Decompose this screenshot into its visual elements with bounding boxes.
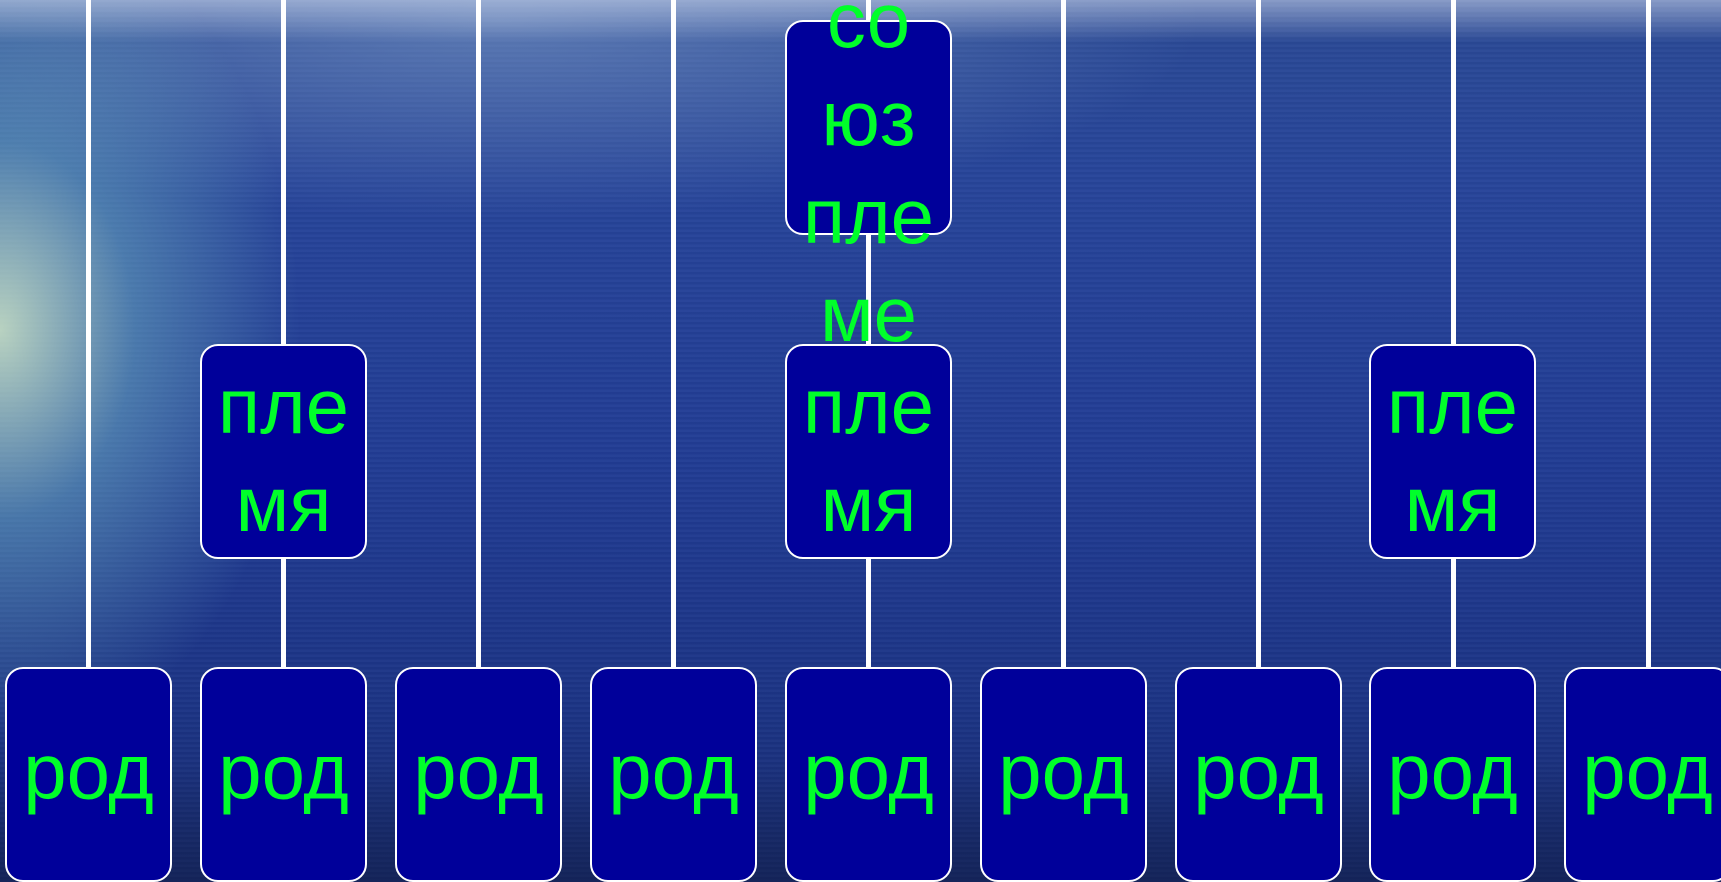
clan-node: род xyxy=(1175,667,1342,882)
connector-line xyxy=(1646,0,1651,667)
tribe-node: племя xyxy=(785,344,952,559)
connector-line xyxy=(671,0,676,667)
clan-label: род xyxy=(1582,726,1713,815)
clan-node: род xyxy=(1564,667,1721,882)
clan-node: род xyxy=(200,667,367,882)
connector-line xyxy=(1451,0,1456,667)
clan-node: род xyxy=(1369,667,1536,882)
connector-line xyxy=(866,0,871,667)
clan-node: род xyxy=(590,667,757,882)
clan-label: род xyxy=(413,726,544,815)
clan-label: род xyxy=(803,726,934,815)
connector-line xyxy=(476,0,481,667)
clan-label: род xyxy=(23,726,154,815)
clan-node: род xyxy=(5,667,172,882)
clan-node: род xyxy=(395,667,562,882)
clan-label: род xyxy=(218,726,349,815)
union-node: союз племен xyxy=(785,0,952,456)
clan-label: род xyxy=(998,726,1129,815)
tribe-label: племя xyxy=(1386,362,1519,548)
clan-label: род xyxy=(1193,726,1324,815)
tribe-label: племя xyxy=(802,362,935,548)
tribe-label: племя xyxy=(217,362,350,548)
clan-node: род xyxy=(785,667,952,882)
tribe-node: племя xyxy=(200,344,367,559)
connector-line xyxy=(86,0,91,667)
connector-line xyxy=(1061,0,1066,667)
clan-label: род xyxy=(1387,726,1518,815)
clan-node: род xyxy=(980,667,1147,882)
tribe-node: племя xyxy=(1369,344,1536,559)
connector-line xyxy=(281,0,286,667)
connector-line xyxy=(1256,0,1261,667)
clan-label: род xyxy=(608,726,739,815)
